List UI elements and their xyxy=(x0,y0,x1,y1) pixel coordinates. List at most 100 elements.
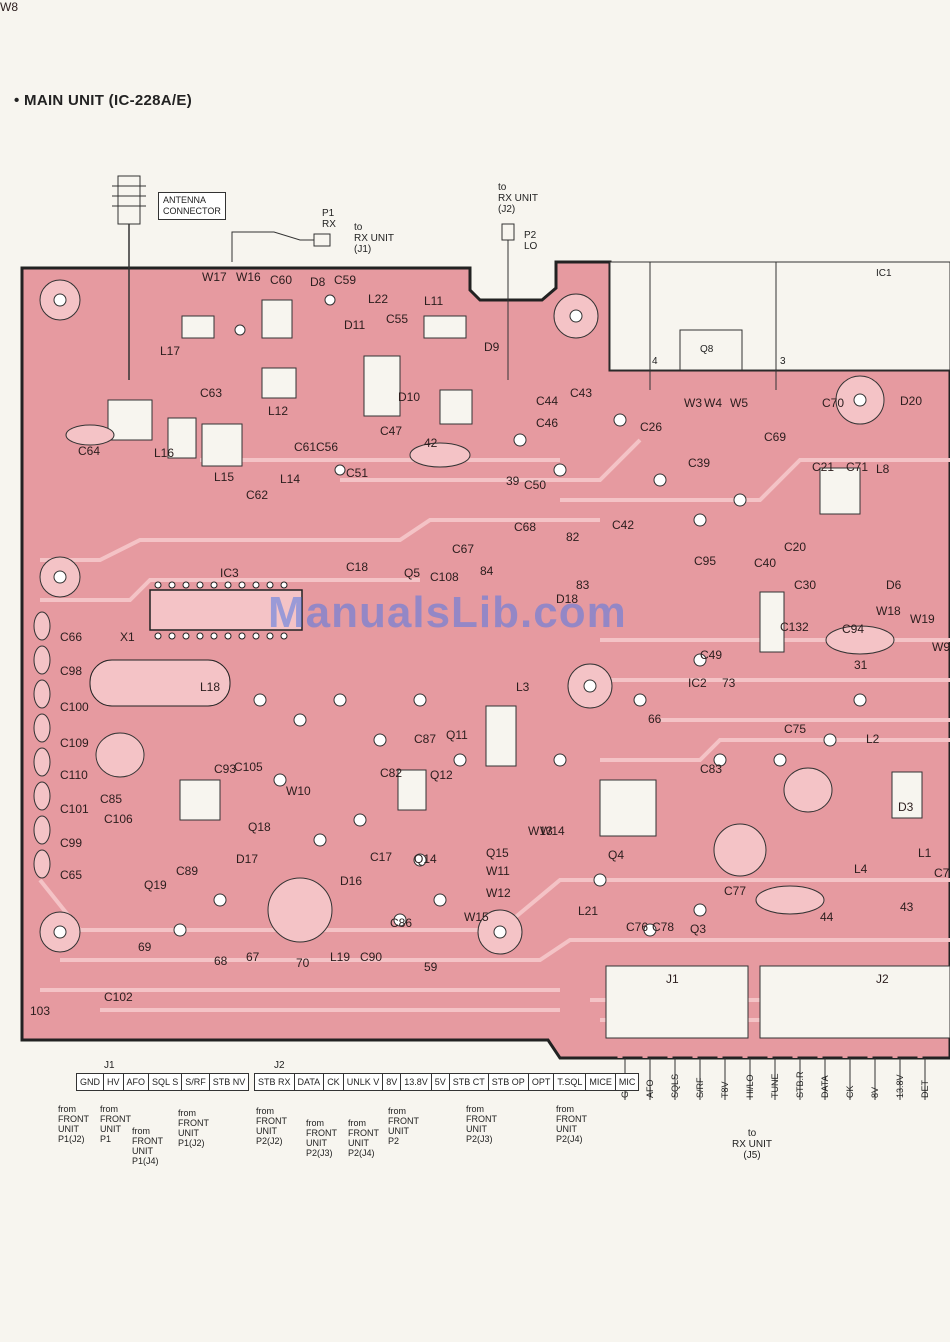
board-label-w14: W14 xyxy=(540,824,565,838)
j5-leads xyxy=(624,1058,926,1100)
j1-pin-hv: HV xyxy=(104,1074,124,1090)
board-label-67: 67 xyxy=(246,950,260,964)
j5-pin-afo: AFO xyxy=(645,1079,655,1098)
j5-to-line3: (J5) xyxy=(743,1150,761,1161)
left-capacitors xyxy=(33,611,51,879)
board-label-73: 73 xyxy=(722,676,736,690)
board-label-l21: L21 xyxy=(578,904,599,918)
p1-to-line3: (J1) xyxy=(354,244,372,255)
board-label-c44: C44 xyxy=(536,394,559,408)
board-label-ic3: IC3 xyxy=(220,566,239,580)
j2-pin-t-sql: T.SQL xyxy=(554,1074,587,1090)
board-label-84: 84 xyxy=(480,564,494,578)
board-label-w15: W15 xyxy=(464,910,489,924)
j5-pin-data: DATA xyxy=(820,1075,830,1098)
board-label-c98: C98 xyxy=(60,664,83,678)
board-label-42: 42 xyxy=(424,436,438,450)
board-label-c89: C89 xyxy=(176,864,199,878)
j5-pin-tune: TUNE xyxy=(770,1073,780,1099)
p1-label: P1 RX xyxy=(322,208,336,230)
q8-box xyxy=(679,329,743,371)
j5-pin-t8v: T8V xyxy=(720,1081,730,1098)
board-label-c78: C78 xyxy=(652,920,675,934)
board-label-c47: C47 xyxy=(380,424,403,438)
board-label-c67: C67 xyxy=(452,542,475,556)
board-label-c71: C71 xyxy=(846,460,869,474)
board-label-c108: C108 xyxy=(430,570,459,584)
j2-pin-mice: MICE xyxy=(586,1074,616,1090)
p2-line1: P2 xyxy=(524,230,537,241)
board-label-c43: C43 xyxy=(570,386,593,400)
board-label-d10: D10 xyxy=(398,390,421,404)
board-label-103: 103 xyxy=(30,1004,51,1018)
board-label-c83: C83 xyxy=(700,762,723,776)
j1-pin-s-rf: S/RF xyxy=(182,1074,210,1090)
j5-pin-stb-r: STB.R xyxy=(795,1071,805,1098)
j2-pin-opt: OPT xyxy=(529,1074,555,1090)
board-label-c65: C65 xyxy=(60,868,83,882)
board-label-w4: W4 xyxy=(704,396,722,410)
p1-to-line1: to xyxy=(354,222,363,233)
j5-to-label: to RX UNIT (J5) xyxy=(732,1128,772,1161)
p1-line1: P1 xyxy=(322,208,335,219)
board-label-q14: Q14 xyxy=(414,852,437,866)
board-label-d11: D11 xyxy=(344,318,366,332)
j5-pin-s-rf: S/RF xyxy=(695,1077,705,1098)
board-label-c85: C85 xyxy=(100,792,123,806)
board-label-w12: W12 xyxy=(486,886,511,900)
board-label-c75: C75 xyxy=(784,722,807,736)
pads xyxy=(173,294,867,937)
j2-pin-ck: CK xyxy=(324,1074,344,1090)
rx-j2-line3: (J2) xyxy=(498,204,516,215)
j5-pin-det: DET xyxy=(920,1080,930,1098)
board-label-w9: W9 xyxy=(932,640,950,654)
board-label-83: 83 xyxy=(576,578,590,592)
j5-pin-13-8v: 13.8V xyxy=(895,1074,905,1098)
board-label-d17: D17 xyxy=(236,852,259,866)
board-label-q4: Q4 xyxy=(608,848,625,862)
board-label-c17: C17 xyxy=(370,850,393,864)
board-label-d20: D20 xyxy=(900,394,923,408)
board-label-w3: W3 xyxy=(684,396,702,410)
board-label-c60: C60 xyxy=(270,273,293,287)
board-label-70: 70 xyxy=(296,956,310,970)
j2-table-title: J2 xyxy=(274,1060,285,1071)
board-label-c40: C40 xyxy=(754,556,777,570)
board-label-c101: C101 xyxy=(60,802,89,816)
board-label-l12: L12 xyxy=(268,404,289,418)
board-label-l1: L1 xyxy=(918,846,932,860)
board-label-c66: C66 xyxy=(60,630,83,644)
board-label-l19: L19 xyxy=(330,950,351,964)
board-label-c50: C50 xyxy=(524,478,547,492)
board-label-c39: C39 xyxy=(688,456,711,470)
board-label-c21: C21 xyxy=(812,460,835,474)
board-label-c70: C70 xyxy=(822,396,845,410)
board-label-d3: D3 xyxy=(898,800,914,814)
pin3-label: 3 xyxy=(780,356,786,367)
board-label-q11: Q11 xyxy=(446,728,468,742)
j1-pin-sql-s: SQL S xyxy=(149,1074,183,1090)
p1-to-label: to RX UNIT (J1) xyxy=(354,222,394,255)
board-label-q5: Q5 xyxy=(404,566,421,580)
board-label-69: 69 xyxy=(138,940,152,954)
board-label-c49: C49 xyxy=(700,648,723,662)
j2-pin-13-8v: 13.8V xyxy=(401,1074,432,1090)
j2-pin-8v: 8V xyxy=(383,1074,402,1090)
board-label-q12: Q12 xyxy=(430,768,453,782)
board-label-c61: C61 xyxy=(294,440,317,454)
board-label-l3: L3 xyxy=(516,680,530,694)
j2-pin-stb-ct: STB CT xyxy=(450,1074,489,1090)
ic3-chip xyxy=(149,589,303,631)
board-label-c30: C30 xyxy=(794,578,817,592)
board-label-c100: C100 xyxy=(60,700,89,714)
board-label-w8: W8 xyxy=(0,0,18,14)
oval-parts xyxy=(65,424,895,943)
